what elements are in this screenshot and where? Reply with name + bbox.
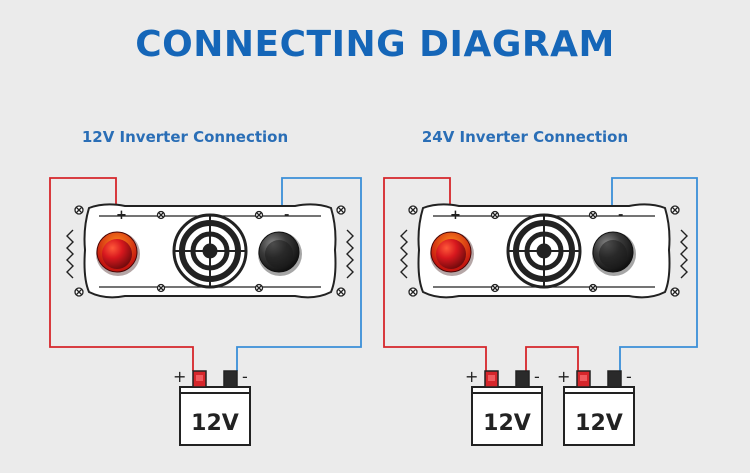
right-inverter-negative-sign: - [618,208,623,223]
right-battery-2-positive-sign: + [557,367,570,386]
right-battery-1-positive-sign: + [465,367,478,386]
left-positive-wire [49,177,194,371]
right-inverter: + - [401,204,687,297]
series-link-wire [525,346,579,371]
right-battery-1-negative-sign: - [534,367,540,386]
right-battery-2: + - 12V [557,367,635,446]
right-panel: + - + - 12V + - 12V [383,177,698,446]
right-battery-1-label: 12V [483,411,531,436]
right-inverter-positive-sign: + [450,208,461,223]
left-panel: + - + - 12V [49,177,362,446]
left-inverter: + - [67,204,353,297]
left-inverter-negative-sign: - [284,208,289,223]
right-panel-title: 24V Inverter Connection [421,128,629,146]
right-positive-wire [383,177,487,371]
right-battery-1: + - 12V [465,367,543,446]
right-negative-wire [611,177,698,371]
page-title: CONNECTING DIAGRAM [135,24,615,65]
left-panel-title: 12V Inverter Connection [81,128,289,146]
right-battery-2-negative-sign: - [626,367,632,386]
left-battery-label: 12V [191,411,239,436]
left-negative-wire [236,177,362,371]
right-battery-2-label: 12V [575,411,623,436]
left-battery-negative-sign: - [242,367,248,386]
left-battery-positive-sign: + [173,367,186,386]
left-inverter-positive-sign: + [116,208,127,223]
left-battery: + - 12V [173,367,251,446]
